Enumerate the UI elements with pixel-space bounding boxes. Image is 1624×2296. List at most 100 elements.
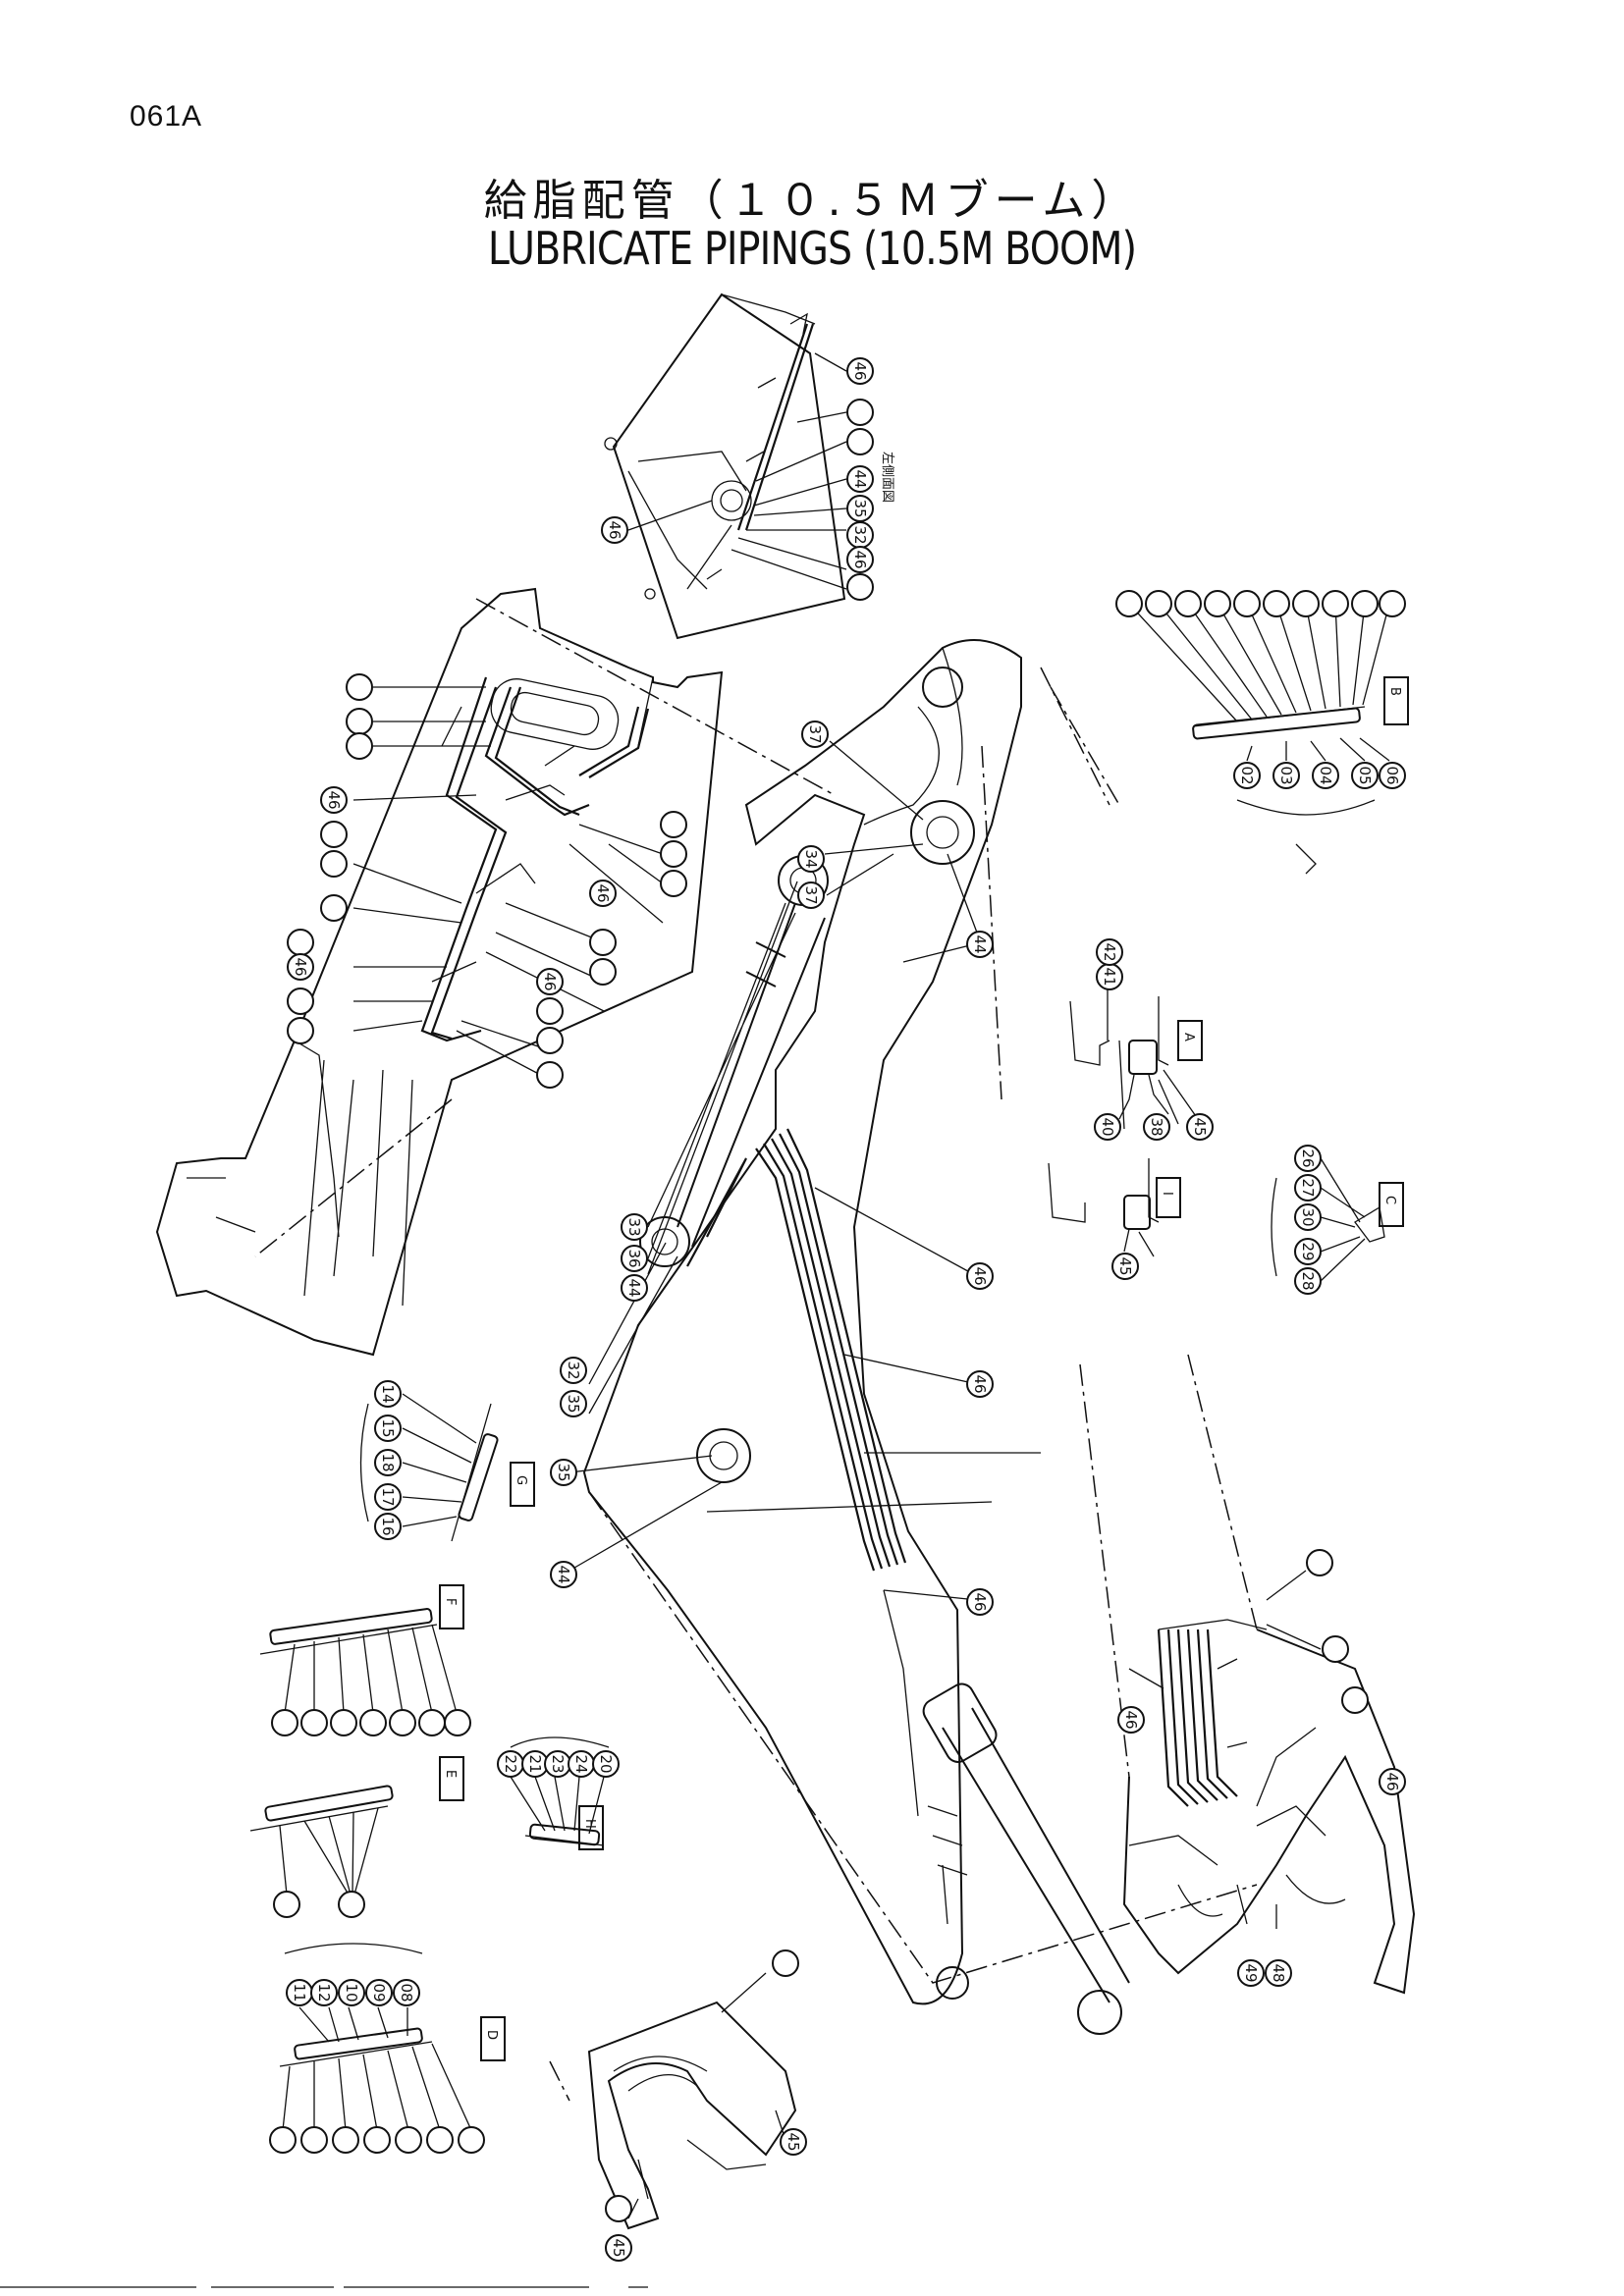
detail-D: D 11 12 10 09 08 bbox=[269, 1943, 506, 2154]
callout-label: 44 bbox=[971, 934, 989, 953]
detail-C-callouts: 26 27 30 29 28 bbox=[1294, 1145, 1322, 1295]
callout-label: 04 bbox=[1317, 766, 1334, 784]
detail-G: G 14 15 18 17 16 bbox=[359, 1380, 535, 1542]
callout-label: 46 bbox=[325, 790, 343, 809]
callout-label: 44 bbox=[851, 469, 869, 488]
callout-label: 46 bbox=[971, 1374, 989, 1393]
callout-label: 40 bbox=[1099, 1117, 1116, 1136]
plan-view-callouts: 46 46 46 46 bbox=[287, 673, 687, 1089]
callout-label: 23 bbox=[549, 1754, 567, 1773]
foot-view-callouts: 45 45 bbox=[605, 1949, 807, 2262]
callout-label: 35 bbox=[851, 499, 869, 517]
callout-label: 45 bbox=[1191, 1117, 1209, 1136]
detail-D-callouts: 11 12 10 09 08 bbox=[269, 1979, 485, 2154]
title-japanese: 給脂配管（１０.５Ｍブーム） bbox=[483, 176, 1141, 226]
boom-callouts: 37 34 37 44 33 36 44 32 35 35 44 46 46 4… bbox=[550, 721, 994, 1616]
callout-label: 28 bbox=[1299, 1271, 1317, 1290]
callout-label: 45 bbox=[1116, 1256, 1134, 1275]
right-view-callouts: 46 46 49 48 bbox=[1117, 1549, 1406, 1987]
callout-label: 46 bbox=[971, 1592, 989, 1611]
callout-label: 20 bbox=[597, 1754, 615, 1773]
callout-label: 44 bbox=[625, 1278, 643, 1297]
callout-label: 08 bbox=[398, 1983, 415, 2002]
detail-C: C 26 27 30 29 28 bbox=[1271, 1145, 1404, 1295]
callout-label: 11 bbox=[291, 1983, 308, 2002]
callout-label: 24 bbox=[572, 1754, 590, 1773]
callout-label: 16 bbox=[379, 1517, 397, 1535]
callout-label: 46 bbox=[541, 972, 559, 990]
callout-label: 26 bbox=[1299, 1148, 1317, 1167]
callout-label: 46 bbox=[594, 883, 612, 902]
callout-label: 21 bbox=[526, 1754, 544, 1773]
callout-label: 32 bbox=[565, 1361, 582, 1379]
callout-label: 03 bbox=[1277, 766, 1295, 784]
callout-label: 46 bbox=[1383, 1772, 1401, 1790]
detail-I: I 45 bbox=[1048, 1158, 1181, 1280]
detail-B: B 02 03 04 05 06 bbox=[1115, 590, 1409, 875]
callout-label: 37 bbox=[806, 724, 824, 743]
detail-I-label: I bbox=[1160, 1192, 1174, 1196]
detail-C-label: C bbox=[1382, 1196, 1397, 1204]
callout-label: 05 bbox=[1356, 766, 1374, 784]
boom-plan-view: 46 46 46 46 bbox=[155, 587, 836, 1357]
callout-label: 38 bbox=[1148, 1117, 1165, 1136]
callout-label: 34 bbox=[802, 849, 820, 868]
callout-label: 48 bbox=[1270, 1963, 1287, 1982]
callout-label: 15 bbox=[379, 1418, 397, 1437]
detail-H-callouts: 22 21 23 24 20 bbox=[497, 1750, 620, 1778]
detail-B-callouts: 02 03 04 05 06 bbox=[1115, 590, 1406, 789]
callout-label: 09 bbox=[370, 1983, 388, 2002]
callout-label: 46 bbox=[606, 520, 623, 539]
detail-B-label: B bbox=[1387, 687, 1402, 696]
detail-F-label: F bbox=[443, 1598, 458, 1605]
detail-G-label: G bbox=[514, 1475, 528, 1485]
callout-label: 46 bbox=[1122, 1710, 1140, 1729]
callout-label: 30 bbox=[1299, 1207, 1317, 1226]
detail-G-callouts: 14 15 18 17 16 bbox=[374, 1380, 402, 1540]
detail-A-callouts: 41 42 40 38 45 bbox=[1094, 938, 1214, 1141]
boom-side-view: 37 34 37 44 33 36 44 32 35 35 44 46 46 4… bbox=[550, 639, 1258, 2035]
callout-label: 49 bbox=[1242, 1963, 1260, 1982]
callout-label: 45 bbox=[785, 2132, 802, 2151]
detail-E-callouts bbox=[273, 1891, 365, 1918]
callout-label: 41 bbox=[1101, 967, 1118, 986]
callout-label: 02 bbox=[1238, 766, 1256, 784]
detail-F-callouts bbox=[271, 1709, 471, 1736]
callout-label: 17 bbox=[379, 1487, 397, 1506]
callout-label: 22 bbox=[502, 1754, 519, 1773]
callout-label: 45 bbox=[610, 2238, 627, 2257]
detail-H: H 22 21 23 24 20 bbox=[497, 1736, 620, 1850]
callout-label: 32 bbox=[851, 525, 869, 544]
callout-label: 35 bbox=[555, 1463, 572, 1481]
detail-A: A 41 42 40 38 45 bbox=[1069, 938, 1214, 1141]
detail-F: F bbox=[259, 1584, 471, 1736]
boom-right-view: 46 46 49 48 bbox=[1079, 1354, 1416, 1995]
callout-label: 37 bbox=[802, 885, 820, 904]
callout-label: 33 bbox=[625, 1217, 643, 1236]
callout-label: 44 bbox=[555, 1565, 572, 1583]
detail-A-label: A bbox=[1181, 1033, 1196, 1041]
callout-label: 46 bbox=[851, 361, 869, 380]
detail-E-label: E bbox=[443, 1770, 458, 1778]
callout-label: 27 bbox=[1299, 1178, 1317, 1197]
callout-label: 14 bbox=[379, 1384, 397, 1403]
top-head-view: 左側面図 46 44 35 32 46 46 bbox=[601, 293, 894, 640]
detail-D-label: D bbox=[484, 2030, 499, 2040]
detail-H-label: H bbox=[582, 1819, 597, 1829]
callout-label: 46 bbox=[292, 957, 309, 976]
page-code: 061A bbox=[130, 100, 203, 133]
title-english: LUBRICATE PIPINGS (10.5M BOOM) bbox=[487, 222, 1137, 275]
detail-I-callouts: 45 bbox=[1111, 1253, 1139, 1280]
callout-label: 12 bbox=[315, 1983, 333, 2002]
callout-label: 46 bbox=[851, 550, 869, 568]
callout-label: 06 bbox=[1383, 766, 1401, 784]
callout-label: 10 bbox=[343, 1983, 360, 2002]
top-view-callouts: 46 44 35 32 46 46 bbox=[601, 357, 874, 601]
callout-label: 18 bbox=[379, 1453, 397, 1471]
callout-label: 36 bbox=[625, 1249, 643, 1267]
boom-foot-view: 45 45 bbox=[549, 1949, 807, 2262]
callout-label: 35 bbox=[565, 1394, 582, 1413]
detail-E: E bbox=[249, 1756, 464, 1918]
left-side-view-label: 左側面図 bbox=[880, 452, 894, 503]
